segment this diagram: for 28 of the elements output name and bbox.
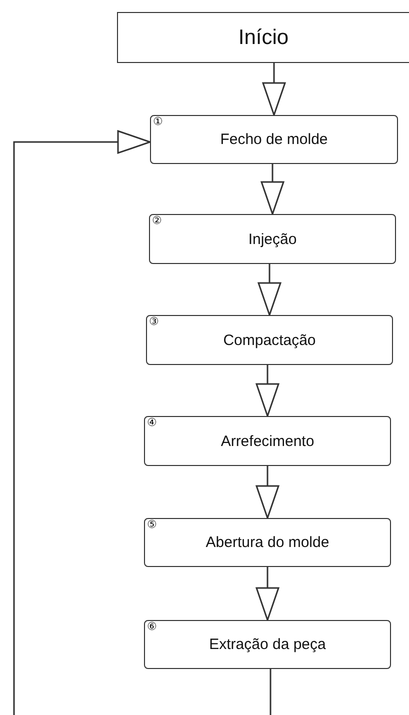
step-label: Injeção bbox=[248, 230, 297, 248]
arrow bbox=[13, 130, 151, 715]
process-box bbox=[150, 115, 398, 164]
step-label: Arrefecimento bbox=[220, 432, 314, 450]
step-label: Compactação bbox=[223, 332, 316, 348]
step-label: Extração da peça bbox=[209, 636, 326, 653]
step-number: ⑥ bbox=[147, 621, 157, 633]
step-label: Fecho de molde bbox=[220, 131, 328, 148]
connector-line bbox=[270, 669, 272, 715]
arrow bbox=[256, 567, 280, 621]
process-box bbox=[144, 518, 391, 567]
arrow bbox=[260, 164, 284, 215]
process-box bbox=[149, 214, 396, 264]
step-label: Abertura do molde bbox=[206, 534, 330, 551]
process-box bbox=[144, 416, 391, 466]
step-number: ① bbox=[153, 116, 163, 128]
step-number: ③ bbox=[149, 316, 159, 328]
step-number: ⑤ bbox=[147, 519, 157, 531]
arrow bbox=[256, 365, 280, 417]
step-number: ④ bbox=[147, 417, 157, 429]
step-number: ② bbox=[152, 215, 162, 227]
arrow bbox=[258, 264, 282, 316]
process-box bbox=[146, 315, 393, 365]
step-label: Início bbox=[238, 26, 289, 50]
start-box bbox=[117, 12, 409, 63]
process-box bbox=[144, 620, 391, 669]
arrow bbox=[262, 63, 286, 116]
arrow bbox=[256, 466, 280, 519]
